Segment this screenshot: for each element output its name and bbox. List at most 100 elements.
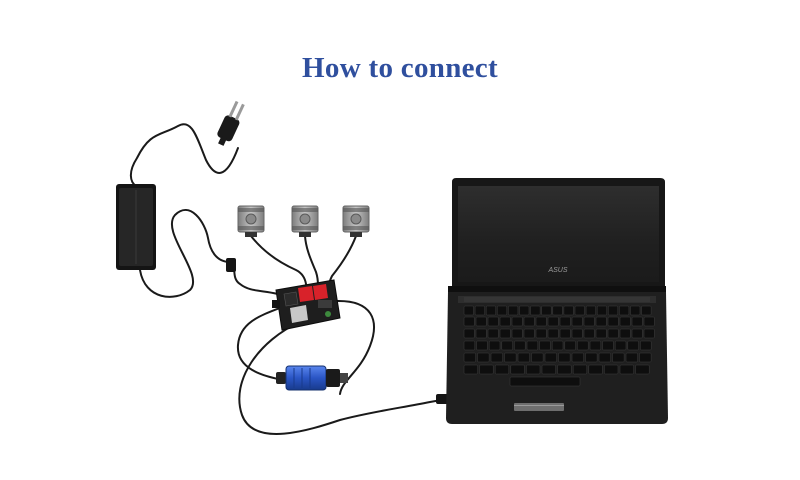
keyboard-key <box>544 352 557 363</box>
keyboard-key <box>526 364 541 375</box>
keyboard-key <box>477 352 490 363</box>
keyboard-key <box>499 316 511 327</box>
keyboard-key <box>595 316 607 327</box>
keyboard-key <box>619 305 630 316</box>
stepper-motor-icon <box>237 205 265 237</box>
keyboard-key <box>552 305 563 316</box>
usb-cable <box>238 321 449 435</box>
keyboard-key <box>598 352 611 363</box>
keyboard-key <box>607 328 619 339</box>
laser-module-icon <box>276 365 348 391</box>
keyboard-key <box>541 305 552 316</box>
plug-icon <box>217 100 245 146</box>
keyboard-key <box>511 316 523 327</box>
plug-cable <box>129 123 239 187</box>
keyboard-key <box>504 352 517 363</box>
keyboard-key <box>488 340 501 351</box>
keyboard-key <box>535 328 547 339</box>
keyboard-key <box>541 364 556 375</box>
keyboard-key <box>530 305 541 316</box>
keyboard-key <box>589 340 602 351</box>
keyboard-key <box>639 352 652 363</box>
keyboard-key <box>510 364 525 375</box>
keyboard-key <box>583 316 595 327</box>
keyboard-key <box>523 328 535 339</box>
cables <box>129 123 449 435</box>
keyboard-key <box>487 316 499 327</box>
motor-cable-3 <box>328 235 357 287</box>
keyboard-key <box>463 352 476 363</box>
keyboard-key <box>501 340 513 351</box>
keyboard-key <box>547 328 559 339</box>
laser-cable <box>236 303 291 381</box>
keyboard-key <box>577 340 589 351</box>
keyboard-key <box>607 316 619 327</box>
keyboard-key <box>476 340 488 351</box>
keyboard-key <box>595 328 607 339</box>
keyboard-key <box>499 328 511 339</box>
stepper-motor-icon <box>342 205 370 237</box>
keyboard-key <box>487 328 499 339</box>
keyboard-key <box>551 340 564 351</box>
keyboard-key <box>494 364 510 375</box>
power-cable <box>139 209 279 298</box>
keyboard-key <box>559 316 571 327</box>
keyboard-key <box>517 352 530 363</box>
keyboard-key <box>619 364 634 375</box>
keyboard-key <box>463 364 478 375</box>
keyboard-key <box>619 328 631 339</box>
touchpad <box>514 403 564 411</box>
keyboard-key <box>641 305 652 316</box>
keyboard-key <box>535 316 547 327</box>
keyboard-key <box>485 305 496 316</box>
keyboard-key <box>514 340 526 351</box>
keyboard-key <box>508 305 519 316</box>
keyboard-key <box>558 352 571 363</box>
keyboard-key <box>463 316 475 327</box>
laptop-brand: ASUS <box>547 267 567 274</box>
keyboard-key <box>571 328 583 339</box>
keyboard-key <box>475 316 487 327</box>
keyboard-key <box>608 305 619 316</box>
keyboard-key <box>596 305 607 316</box>
keyboard-spacebar <box>509 376 581 387</box>
keyboard-key <box>539 340 551 351</box>
dc-connector-icon <box>226 258 236 272</box>
keyboard-key <box>583 328 595 339</box>
motor-cable-1 <box>250 235 307 285</box>
keyboard-key <box>463 340 476 351</box>
keyboard-key <box>585 352 598 363</box>
keyboard-key <box>490 352 503 363</box>
keyboard-key <box>631 328 643 339</box>
keyboard-key <box>625 352 638 363</box>
keyboard-key <box>571 352 584 363</box>
keyboard-key <box>531 352 544 363</box>
keyboard-key <box>612 352 625 363</box>
keyboard-key <box>547 316 559 327</box>
keyboard <box>463 305 655 387</box>
keyboard-key <box>643 316 655 327</box>
keyboard-key <box>564 340 576 351</box>
keyboard-key <box>572 364 588 375</box>
keyboard-key <box>619 316 631 327</box>
keyboard-key <box>559 328 571 339</box>
page-title: How to connect <box>302 52 498 84</box>
keyboard-key <box>588 364 603 375</box>
keyboard-key <box>557 364 572 375</box>
keyboard-key <box>627 340 639 351</box>
keyboard-key <box>463 328 475 339</box>
keyboard-key <box>523 316 535 327</box>
keyboard-key <box>571 316 583 327</box>
laptop-icon <box>446 178 668 424</box>
keyboard-key <box>635 364 650 375</box>
keyboard-key <box>519 305 530 316</box>
keyboard-key <box>602 340 614 351</box>
keyboard-key <box>475 328 487 339</box>
keyboard-key <box>604 364 619 375</box>
power-adapter-icon <box>116 184 156 270</box>
keyboard-key <box>511 328 523 339</box>
keyboard-key <box>630 305 641 316</box>
keyboard-key <box>563 305 574 316</box>
keyboard-key <box>585 305 596 316</box>
